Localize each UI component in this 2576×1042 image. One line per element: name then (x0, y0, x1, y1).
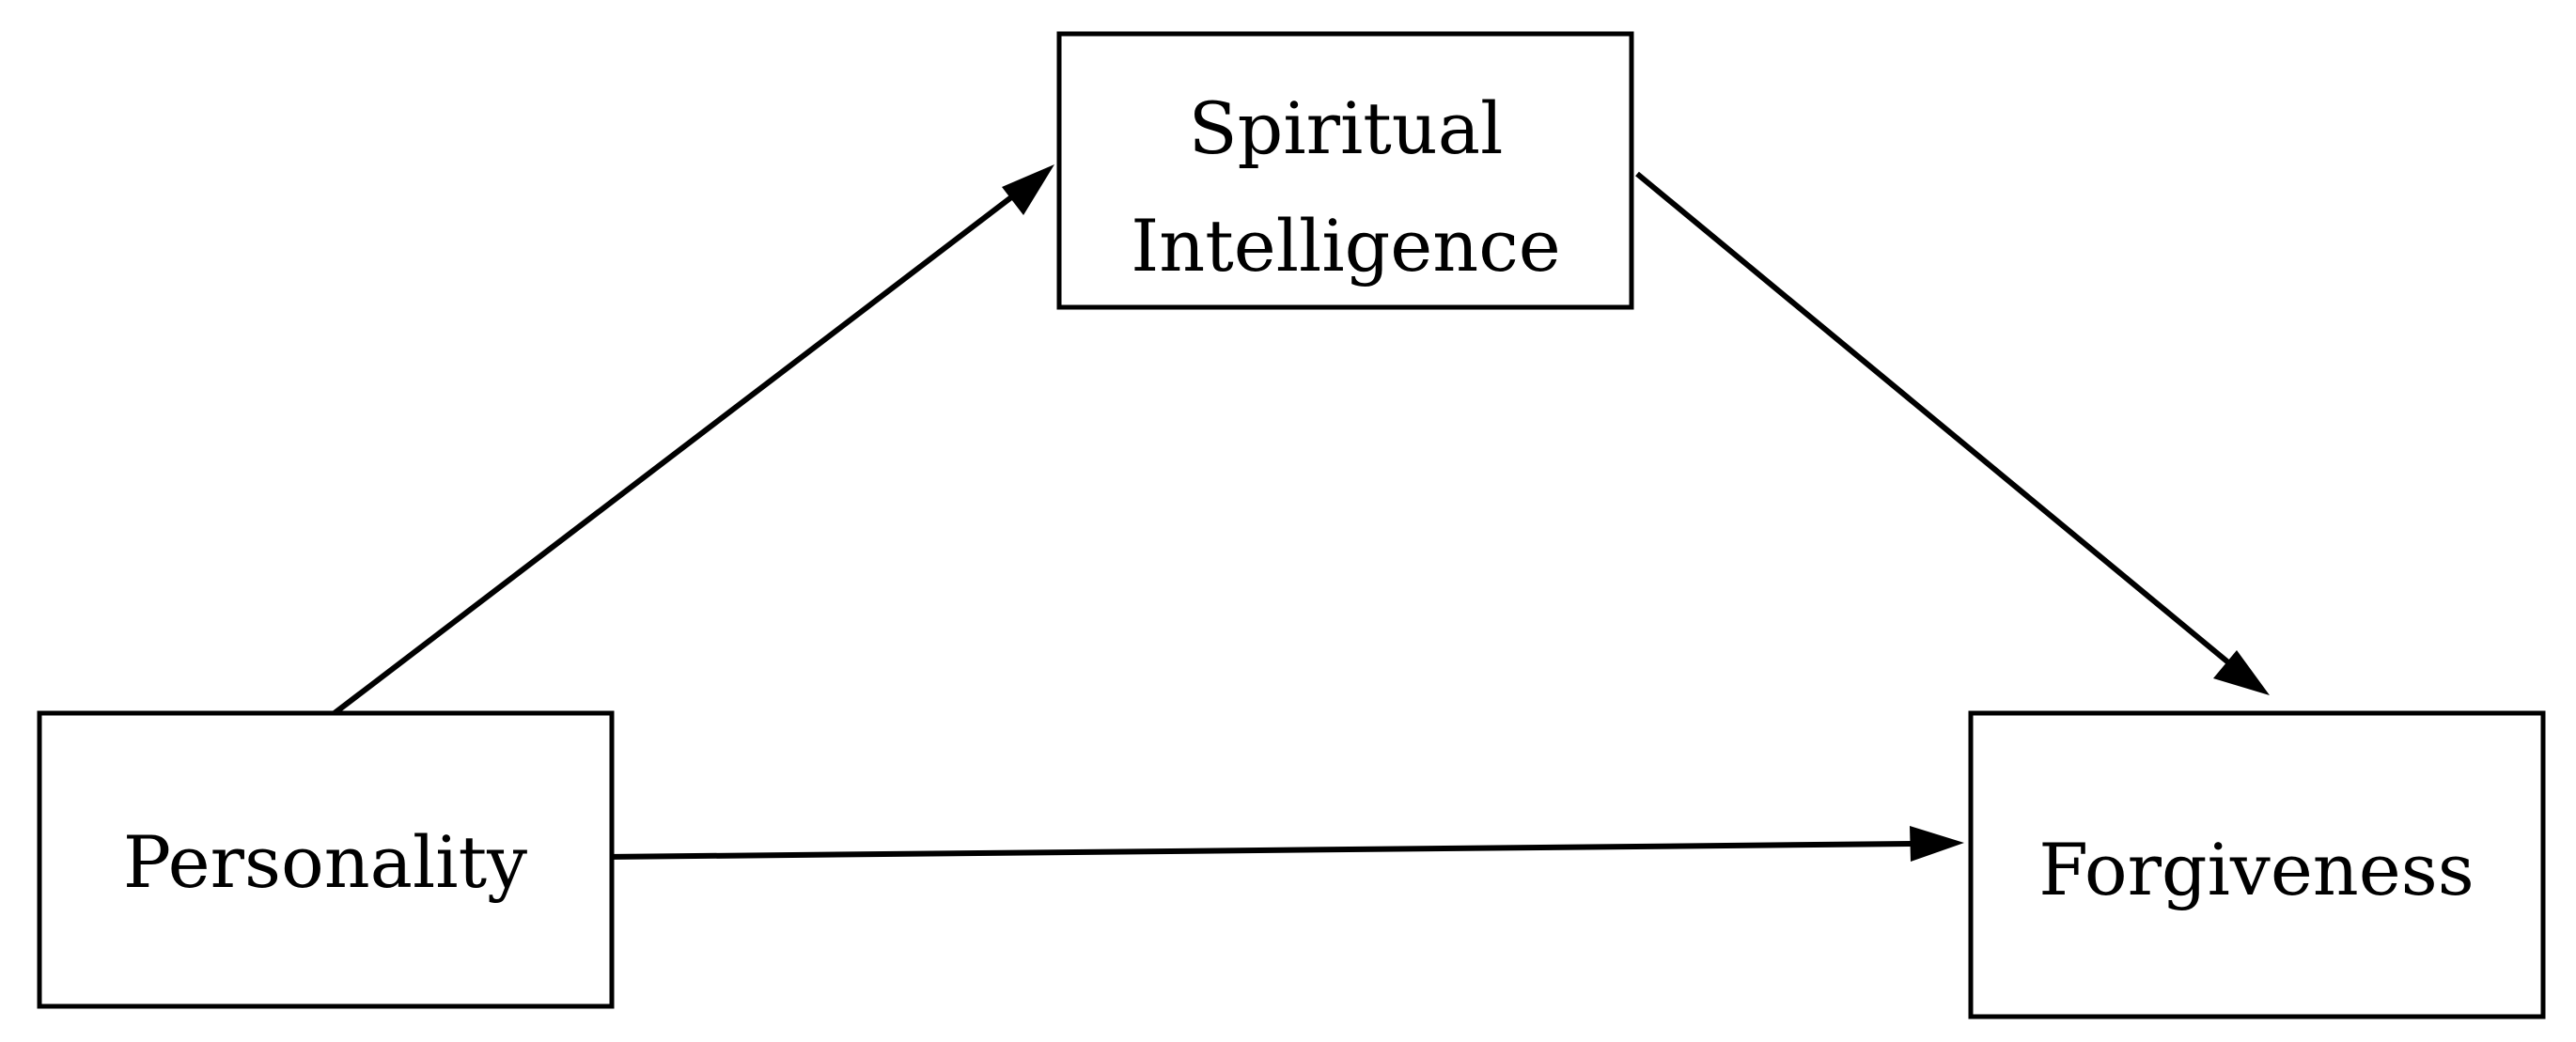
node-personality: Personality (37, 710, 615, 1009)
arrowhead-forgiveness-left (1910, 826, 1964, 862)
arrowhead-spiritual-intelligence (1002, 164, 1054, 215)
node-box-forgiveness (1968, 710, 2546, 1019)
edge-spiritual-intelligence-to-forgiveness (1635, 171, 2230, 665)
node-label-intelligence: Intelligence (1131, 204, 1561, 288)
arrowhead-forgiveness-top (2213, 650, 2270, 695)
node-spiritual-intelligence: Spiritual Intelligence (1056, 31, 1634, 310)
node-box-personality (37, 710, 615, 1009)
node-label-personality: Personality (123, 820, 527, 904)
node-label-forgiveness: Forgiveness (2038, 828, 2474, 911)
node-box-spiritual-intelligence (1056, 31, 1634, 310)
node-forgiveness: Forgiveness (1968, 710, 2546, 1019)
node-label-spiritual: Spiritual (1189, 86, 1504, 170)
edge-personality-to-forgiveness (605, 841, 1913, 860)
edge-personality-to-spiritual-intelligence (325, 192, 1017, 722)
